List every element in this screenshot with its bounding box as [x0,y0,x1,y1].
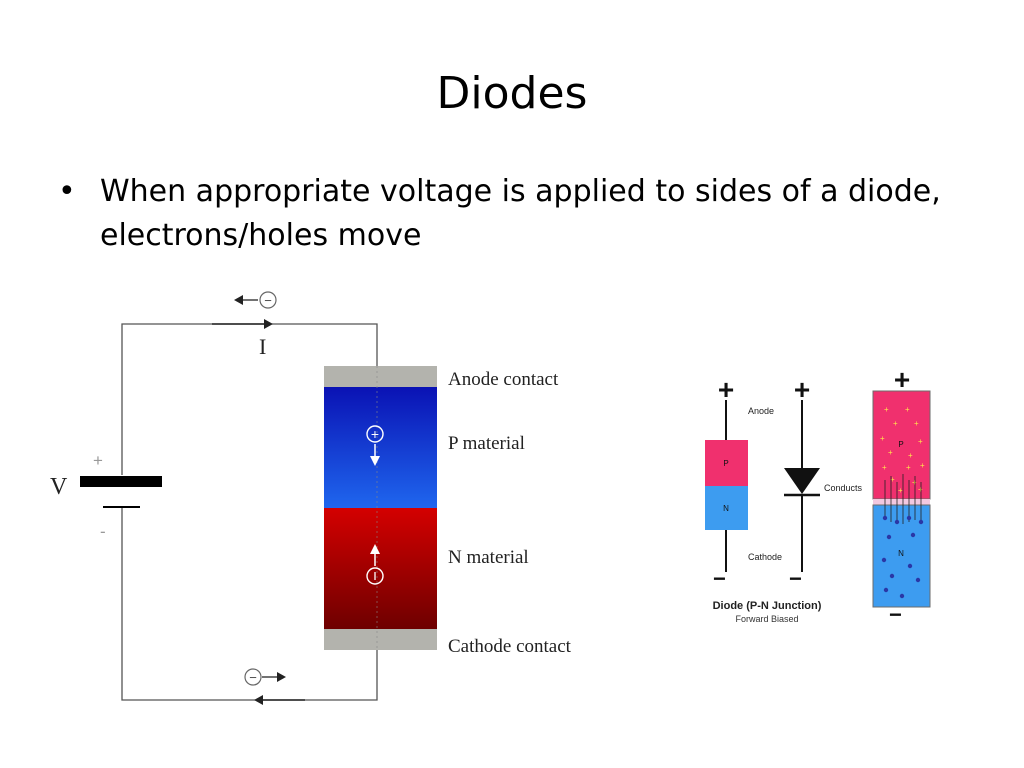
hole-carrier-icon: + [366,425,384,466]
p-material-label: P material [448,433,525,454]
slide-title: Diodes [436,68,588,119]
electron-symbol-bottom: − [249,670,257,685]
electron-carrier-icon [366,544,384,585]
voltage-label: V [50,474,68,500]
bullet-list: • When appropriate voltage is applied to… [58,170,958,258]
current-arrow-icon [212,319,273,329]
cathode-contact-label: Cathode contact [448,636,572,657]
anode-contact [324,366,437,387]
battery-minus-label: - [100,522,106,541]
electron-flow-arrow-bottom: − [244,668,305,705]
battery-plus-label: + [93,451,103,470]
p-material-block [324,387,437,508]
cathode-contact [324,629,437,650]
electron-flow-arrow-top: − [234,291,277,309]
bullet-dot-icon: • [58,174,76,209]
current-label: I [259,334,266,359]
hole-symbol: + [371,426,379,442]
electron-symbol-top: − [264,293,272,308]
bullet-text: When appropriate voltage is applied to s… [100,174,941,253]
bullet-item: • When appropriate voltage is applied to… [58,170,958,258]
anode-contact-label: Anode contact [448,369,559,390]
n-material-block [324,508,437,629]
n-material-label: N material [448,547,529,568]
battery-icon [80,476,162,508]
